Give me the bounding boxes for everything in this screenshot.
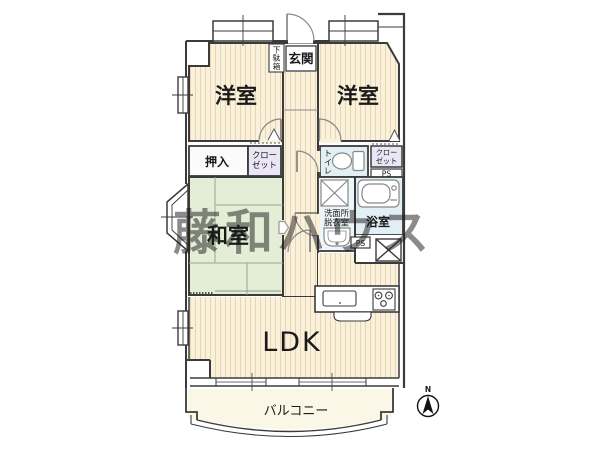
balcony-outline <box>185 388 394 437</box>
counter-ledge <box>333 311 372 322</box>
tatami-lines <box>189 177 283 295</box>
door-toilet <box>296 150 319 173</box>
ldk-floor-mid <box>283 297 318 378</box>
label-oshiire: 押入 <box>205 154 229 169</box>
closet-fold-mark-left <box>267 127 281 141</box>
kitchen-counter <box>314 285 400 322</box>
label-western-room-left: 洋室 <box>215 84 257 108</box>
label-ldk: LDK <box>262 327 322 358</box>
compass-north-label: N <box>425 385 431 394</box>
kitchen-sink-icon <box>322 290 357 307</box>
oshiire-box <box>188 145 249 177</box>
compass-icon: N <box>416 385 440 418</box>
label-western-room-right: 洋室 <box>337 84 379 108</box>
windows <box>161 15 379 346</box>
watermark: 藤和ハウス <box>173 205 433 261</box>
entrance-label-box <box>285 45 317 72</box>
bathtub-icon <box>357 179 400 208</box>
sink-icon <box>323 227 351 247</box>
label-toilet: トイレ <box>324 148 332 176</box>
door-western-right <box>318 118 342 142</box>
label-washroom: 洗面所脱衣室 <box>324 208 350 228</box>
doors <box>250 13 401 253</box>
label-balcony: バルコニー <box>264 404 329 419</box>
entrance-door <box>286 13 315 42</box>
labels: 洋室 洋室 玄関 下駄箱 押入 クローゼット トイレ クローゼット PS 洗面所… <box>205 46 397 420</box>
walls <box>185 12 406 391</box>
stove-icon <box>372 288 396 311</box>
bay-window <box>166 182 189 253</box>
pipe-shaft-box <box>375 238 402 262</box>
ldk-floor-left <box>189 297 283 378</box>
balcony-floor <box>188 389 392 430</box>
shoe-cabinet-box <box>268 43 285 73</box>
washing-machine-icon <box>320 179 349 207</box>
door-ldk <box>287 229 311 253</box>
label-bathroom: 浴室 <box>366 214 390 229</box>
ps-lower-box <box>350 236 371 249</box>
label-ps-upper: PS <box>382 170 392 179</box>
fixtures <box>314 150 402 322</box>
door-western-left <box>258 118 282 142</box>
japanese-room-floor <box>188 176 284 296</box>
japanese-room-door-marker <box>278 220 290 235</box>
toilet-icon <box>331 150 365 172</box>
label-closet-hall: クローゼット <box>252 150 277 170</box>
label-ps-lower: PS <box>356 239 366 248</box>
label-shoe-cabinet: 下駄箱 <box>273 46 281 71</box>
label-closet-right: クローゼット <box>376 148 398 165</box>
closet-fold-mark-right <box>388 128 401 142</box>
door-washroom <box>294 212 319 237</box>
label-entrance: 玄関 <box>288 51 313 66</box>
label-japanese-room: 和室 <box>207 224 249 248</box>
closet-right-box <box>370 145 403 168</box>
closet-hall-box <box>247 145 282 177</box>
